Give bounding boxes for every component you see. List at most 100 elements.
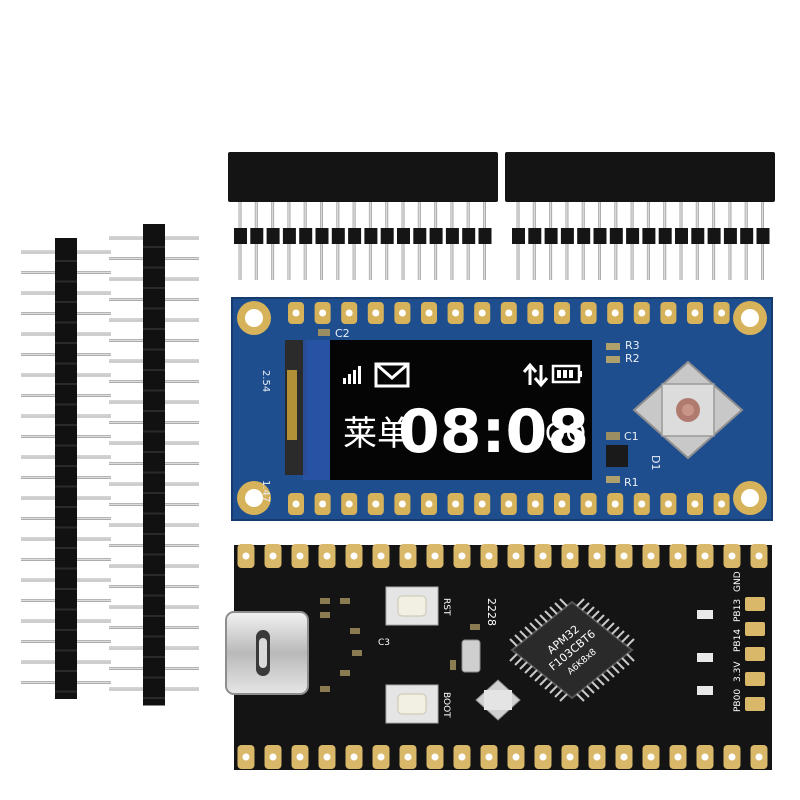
male-header-notch — [55, 649, 77, 652]
male-header-body — [55, 238, 77, 699]
pcb-pad-hole — [638, 500, 646, 508]
chip-lead — [586, 685, 595, 694]
resistor-r1 — [606, 476, 620, 483]
male-header-notch — [143, 594, 165, 597]
pcb-pad-hole — [292, 500, 300, 508]
header-pin-spacer — [528, 228, 542, 244]
oled-pads-top — [288, 302, 730, 324]
pcb-pad-hole — [452, 500, 460, 508]
male-header-notch — [143, 574, 165, 576]
male-header-notch — [55, 424, 77, 426]
header-pin-spacer — [544, 228, 558, 244]
pcb-pad-hole — [691, 500, 699, 508]
resistor-r2 — [606, 356, 620, 363]
mcu-chip: APM32 F103CBT6 A6K8x8 — [509, 598, 635, 702]
crystal — [461, 639, 481, 673]
chip-lead — [519, 630, 528, 639]
male-header-notch — [143, 512, 165, 515]
chip-lead — [514, 657, 523, 666]
chip-lead — [596, 614, 605, 623]
chip-lead — [586, 606, 595, 615]
pcb-pad-hole — [718, 500, 726, 508]
male-header-notch — [143, 451, 165, 453]
joystick-switch[interactable] — [632, 360, 744, 460]
boot-button[interactable] — [385, 684, 439, 724]
male-header-notch — [55, 629, 77, 631]
chip-lead — [616, 661, 625, 670]
header-pin-spacer — [675, 228, 688, 244]
male-header-notch — [55, 608, 77, 611]
pcb-pad-hole — [593, 753, 601, 761]
chip-lead — [611, 665, 620, 674]
male-header-notch — [143, 410, 165, 412]
oled-pads-bottom — [288, 493, 730, 515]
label-r3: R3 — [625, 339, 640, 352]
pcb-pad-hole — [531, 500, 539, 508]
male-header-notch — [143, 287, 165, 289]
chip-lead — [554, 689, 563, 698]
pcb-pad-hole — [269, 753, 277, 761]
header-pin-spacer — [691, 228, 705, 244]
pcb-pad-hole — [755, 753, 763, 761]
pcb-pad-hole — [372, 500, 380, 508]
male-header-notch — [55, 403, 77, 406]
chip-lead — [529, 669, 538, 678]
male-header-notch — [55, 690, 77, 693]
pcb-pad-hole — [718, 309, 726, 317]
pcb-pad-hole — [701, 552, 709, 560]
pcb-pad-hole — [611, 309, 619, 317]
pcb-pad-hole — [350, 552, 358, 560]
header-pin-spacer — [445, 228, 459, 244]
header-pin-spacer — [723, 228, 737, 244]
male-header-notch — [143, 492, 165, 494]
pcb-pad-hole — [345, 309, 353, 317]
header-pin-spacer — [380, 228, 394, 244]
male-header-notch — [143, 533, 165, 535]
male-header-notch — [55, 362, 77, 365]
male-header-notch — [143, 328, 165, 330]
header-pin-spacer — [429, 228, 443, 244]
rst-button[interactable] — [385, 586, 439, 626]
header-pin-spacer — [707, 228, 721, 244]
chip-lead — [524, 665, 533, 674]
male-header-notch — [143, 389, 165, 392]
female-header-left — [228, 152, 498, 280]
usb-c-connector[interactable] — [225, 611, 309, 695]
pcb-pad-hole — [242, 552, 250, 560]
chip-lead — [549, 685, 558, 694]
mcu-pcb — [234, 545, 772, 770]
pcb-pad-hole — [512, 753, 520, 761]
chip-lead — [549, 606, 558, 615]
label-boot: BOOT — [441, 692, 451, 718]
male-header-notch — [143, 430, 165, 433]
header-pin-spacer — [315, 228, 329, 244]
label-c3: C3 — [378, 638, 390, 648]
male-header-left-b — [109, 224, 199, 706]
pin-label: PB13 — [733, 599, 743, 622]
chip-lead — [596, 677, 605, 686]
male-header-notch — [55, 670, 77, 672]
pcb-pad-hole — [701, 753, 709, 761]
chip-lead — [554, 602, 563, 611]
header-pin-spacer — [397, 228, 410, 244]
male-header-notch — [55, 465, 77, 467]
male-header-notch — [55, 321, 77, 324]
male-header-notch — [55, 485, 77, 488]
pcb-pad-hole — [478, 309, 486, 317]
pcb-pad-hole — [345, 500, 353, 508]
chip-lead — [524, 626, 533, 635]
chip-lead — [576, 693, 585, 702]
pcb-pad-hole — [611, 500, 619, 508]
pcb-pad-hole — [372, 309, 380, 317]
header-pin-spacer — [626, 228, 640, 244]
chip-lead — [576, 598, 585, 607]
chip-lead — [544, 681, 553, 690]
chip-lead — [626, 638, 635, 647]
chip-lead — [581, 602, 590, 611]
pcb-pad-hole — [296, 753, 304, 761]
header-pin-spacer — [331, 228, 345, 244]
male-header-notch — [143, 246, 165, 248]
header-pin-spacer — [756, 228, 770, 244]
pcb-pad-hole — [585, 500, 593, 508]
chip-lead — [509, 653, 518, 662]
